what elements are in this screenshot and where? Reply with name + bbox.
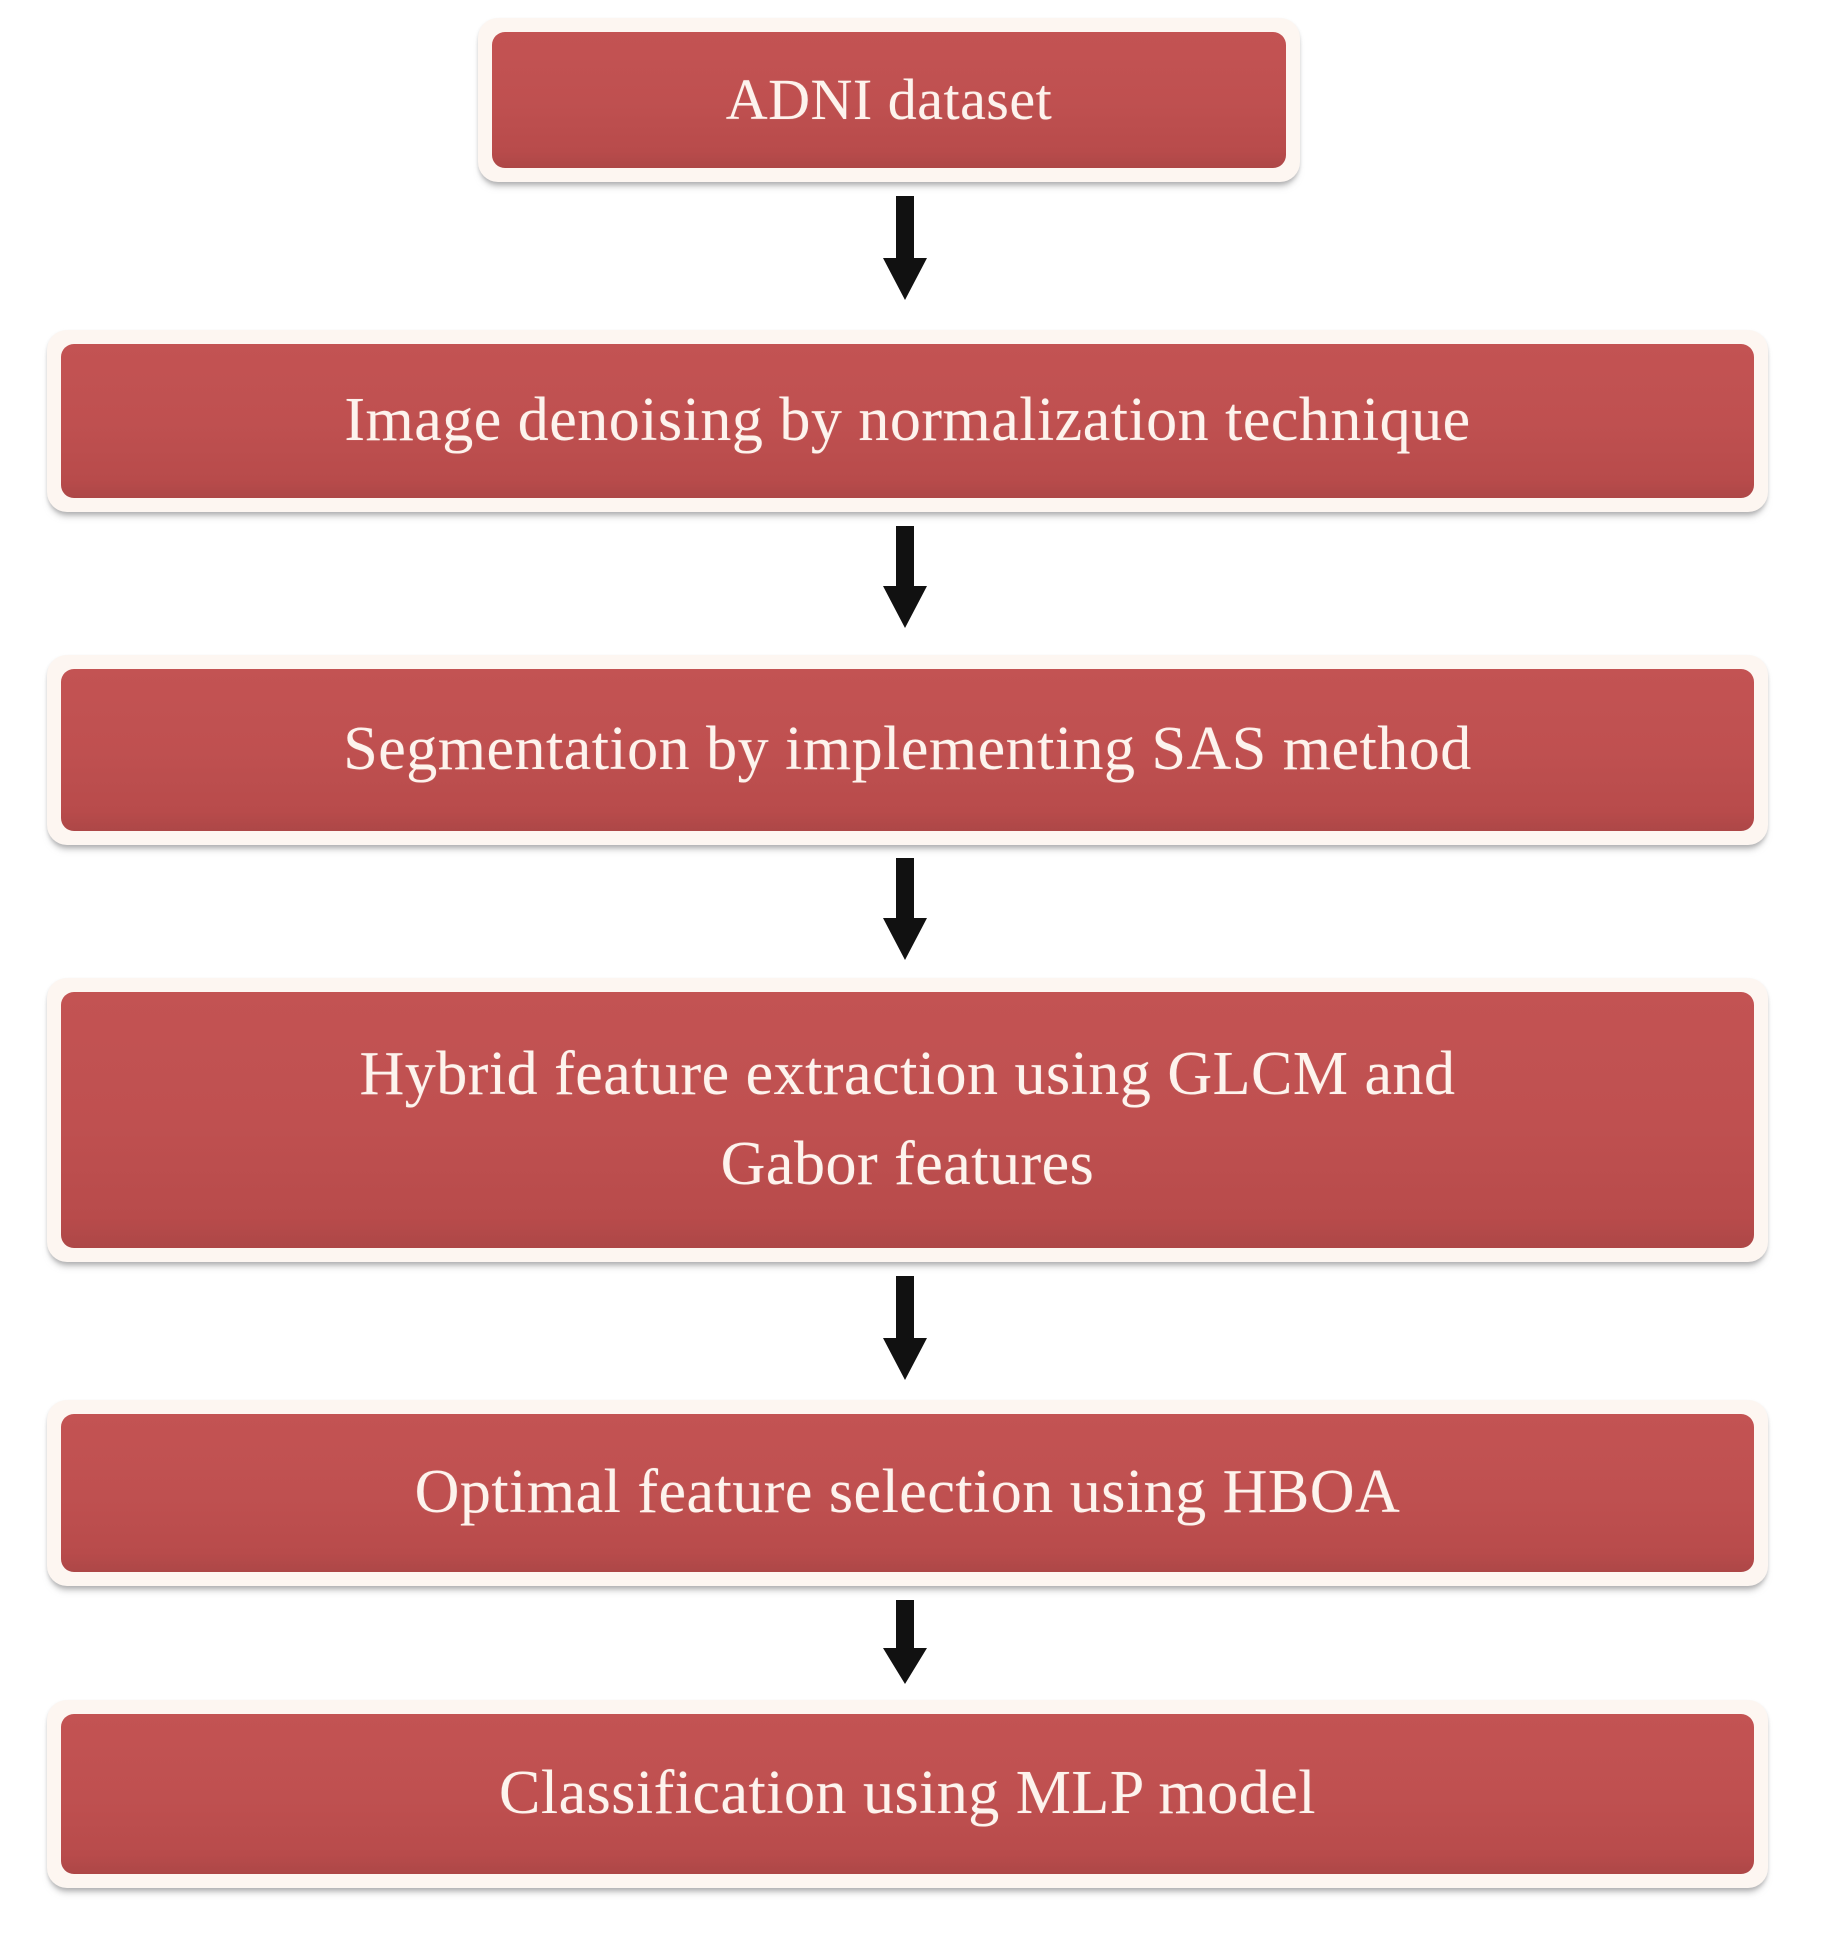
arrow-down-icon	[883, 526, 927, 628]
flow-node-label: ADNI dataset	[725, 66, 1053, 132]
flow-node-body: Classification using MLP model	[61, 1714, 1754, 1874]
arrow-down-icon	[883, 1600, 927, 1684]
flow-node-body: Segmentation by implementing SAS method	[61, 669, 1754, 831]
flow-node-label: Classification using MLP model	[499, 1759, 1316, 1828]
flow-node-image-denoising[interactable]: Image denoising by normalization techniq…	[47, 330, 1768, 512]
flow-node-body: ADNI dataset	[492, 32, 1286, 168]
arrow-down-icon	[883, 858, 927, 960]
flow-node-body: Hybrid feature extraction using GLCM and…	[61, 992, 1754, 1248]
flow-node-hybrid-feature-extraction[interactable]: Hybrid feature extraction using GLCM and…	[47, 978, 1768, 1262]
flow-node-adni-dataset[interactable]: ADNI dataset	[478, 18, 1300, 182]
flow-node-body: Image denoising by normalization techniq…	[61, 344, 1754, 498]
flow-node-label: Image denoising by normalization techniq…	[344, 386, 1471, 455]
flow-node-optimal-feature-selection[interactable]: Optimal feature selection using HBOA	[47, 1400, 1768, 1586]
arrow-down-icon	[883, 1276, 927, 1380]
arrow-down-icon	[883, 196, 927, 300]
flow-node-classification[interactable]: Classification using MLP model	[47, 1700, 1768, 1888]
flow-node-label: Segmentation by implementing SAS method	[343, 715, 1472, 784]
flow-node-label: Optimal feature selection using HBOA	[414, 1458, 1401, 1527]
flow-node-body: Optimal feature selection using HBOA	[61, 1414, 1754, 1572]
flow-node-segmentation[interactable]: Segmentation by implementing SAS method	[47, 655, 1768, 845]
flow-node-label: Hybrid feature extraction using GLCM and…	[359, 1040, 1456, 1198]
